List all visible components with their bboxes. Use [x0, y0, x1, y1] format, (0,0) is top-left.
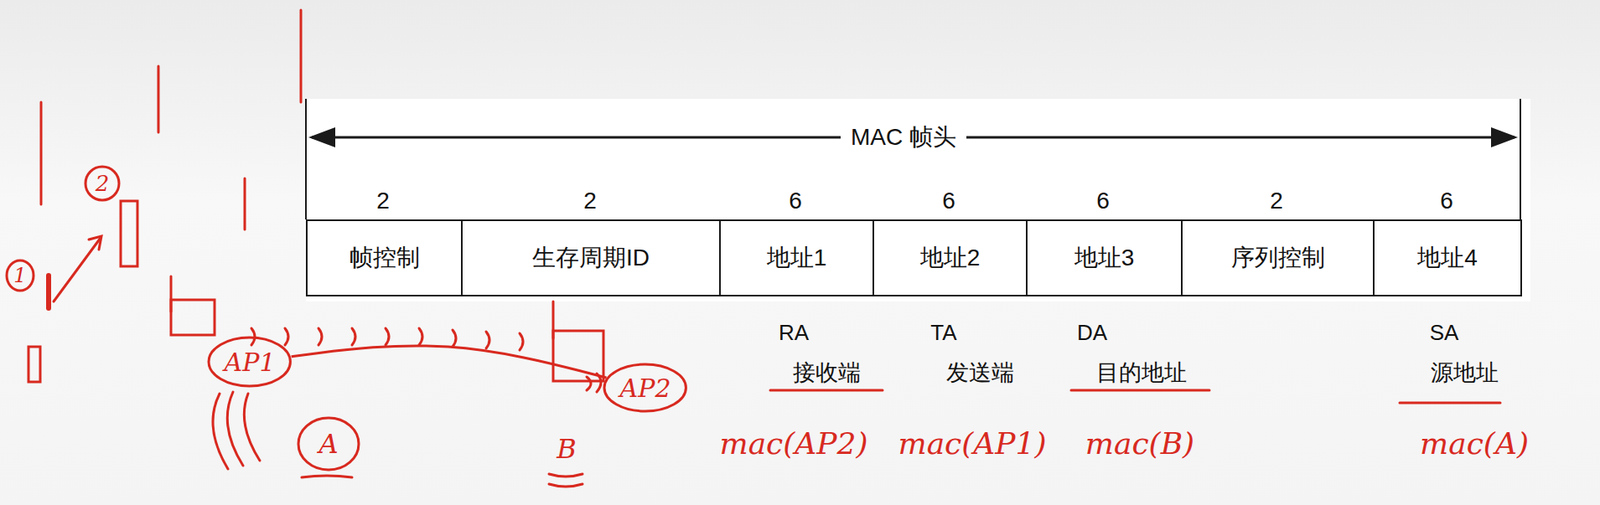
node-text: 地址2 — [920, 242, 981, 275]
station: B — [549, 427, 584, 472]
field-cell: 序列控制 — [1180, 219, 1375, 297]
field-cell: 生存周期ID — [460, 219, 721, 297]
address-meaning: 发送端 — [946, 360, 1015, 387]
node-text: A — [318, 428, 338, 461]
node-text: 2 — [95, 170, 110, 197]
circle-outline — [85, 166, 120, 201]
callout-circle: 2 — [83, 165, 121, 202]
address-abbr: DA — [1077, 321, 1108, 347]
node-text: 生存周期ID — [532, 242, 650, 275]
node-text: 地址3 — [1074, 242, 1135, 275]
table-panel — [305, 98, 1531, 302]
field-size: 6 — [788, 187, 803, 215]
handwritten-note: mac(AP1) — [898, 426, 1047, 461]
node-text: 序列控制 — [1231, 242, 1326, 275]
field-cell: 地址4 — [1372, 219, 1523, 297]
address-abbr: SA — [1429, 321, 1460, 347]
access-point: AP1 — [207, 336, 292, 389]
circle-outline — [208, 337, 290, 387]
circle-outline — [298, 418, 359, 471]
border-line — [305, 98, 307, 220]
field-size: 2 — [376, 187, 390, 215]
access-point: AP2 — [602, 362, 688, 414]
field-size: 2 — [1269, 187, 1284, 215]
node-text: AP1 — [224, 347, 276, 378]
field-size: 6 — [942, 187, 956, 215]
node-text: AP2 — [620, 373, 672, 404]
field-size: 6 — [1096, 187, 1110, 215]
handwritten-note: mac(B) — [1085, 426, 1195, 461]
address-abbr: TA — [930, 321, 957, 347]
circle-outline — [604, 364, 686, 412]
address-abbr: RA — [778, 321, 809, 347]
handwritten-note: mac(AP2) — [719, 426, 869, 461]
station: A — [296, 416, 361, 472]
field-cell: 帧控制 — [305, 219, 463, 297]
handwritten-note: mac(A) — [1419, 426, 1529, 461]
node-text: 地址4 — [1417, 242, 1478, 275]
node-text: 地址1 — [766, 242, 828, 275]
sketch — [28, 10, 1501, 487]
node-text: 帧控制 — [349, 242, 420, 275]
address-meaning: 源地址 — [1430, 360, 1499, 387]
node-text: B — [556, 433, 577, 466]
address-meaning: 目的地址 — [1096, 360, 1187, 387]
wireless-link — [291, 346, 607, 378]
node-text: 1 — [13, 264, 26, 288]
circle-outline — [6, 260, 34, 291]
field-size: 6 — [1439, 187, 1454, 215]
border-line — [1519, 98, 1522, 220]
field-cell: 地址2 — [872, 219, 1028, 297]
address-meaning: 接收端 — [792, 360, 861, 387]
field-cell: 地址3 — [1025, 219, 1183, 297]
callout-circle: 1 — [5, 258, 36, 293]
field-cell: 地址1 — [719, 219, 875, 297]
field-size: 2 — [583, 187, 597, 215]
header-title: MAC 帧头 — [840, 124, 967, 151]
